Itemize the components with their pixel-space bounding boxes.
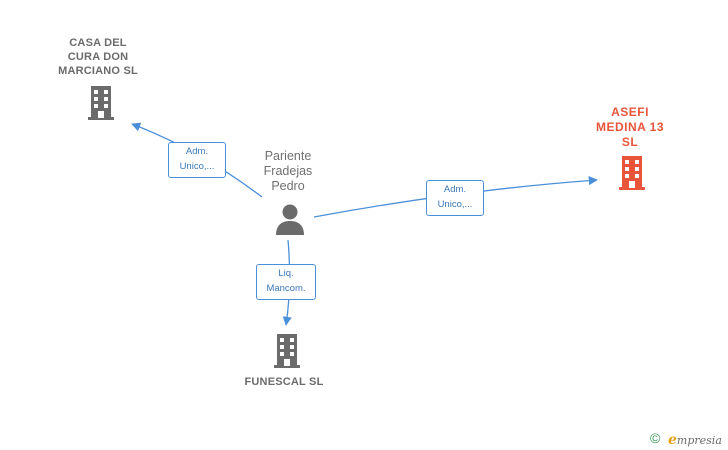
edge-label-line: Mancom. bbox=[266, 283, 306, 294]
node-label-asefi[interactable]: ASEFI MEDINA 13 SL bbox=[580, 105, 680, 150]
edge-label-to-asefi[interactable]: Adm. Unico,... bbox=[426, 180, 484, 216]
brand-name: mpresia bbox=[676, 434, 722, 447]
label-line: CASA DEL bbox=[69, 37, 127, 49]
label-line: ASEFI bbox=[611, 105, 649, 119]
label-line: FUNESCAL SL bbox=[244, 376, 324, 388]
edge-label-line: Liq. bbox=[278, 268, 294, 279]
edge-label-line: Adm. bbox=[185, 146, 209, 157]
node-label-casa[interactable]: CASA DEL CURA DON MARCIANO SL bbox=[38, 36, 158, 78]
label-line: Fradejas bbox=[263, 164, 313, 178]
building-icon[interactable] bbox=[86, 86, 116, 120]
copyright-symbol: © bbox=[650, 430, 661, 446]
edge-label-line: Unico,... bbox=[437, 199, 473, 210]
edge-label-to-casa[interactable]: Adm. Unico,... bbox=[168, 142, 226, 178]
edge-label-to-funescal[interactable]: Liq. Mancom. bbox=[256, 264, 316, 300]
building-icon[interactable] bbox=[616, 156, 648, 190]
label-line: CURA DON bbox=[67, 51, 129, 63]
edge-label-line: Unico,... bbox=[179, 161, 215, 172]
node-label-funescal[interactable]: FUNESCAL SL bbox=[224, 375, 344, 389]
node-label-person[interactable]: Pariente Fradejas Pedro bbox=[248, 149, 328, 194]
label-line: Pariente bbox=[264, 149, 312, 163]
person-icon[interactable] bbox=[275, 203, 305, 235]
brand-logo[interactable]: empresia bbox=[668, 432, 722, 448]
edge-label-line: Adm. bbox=[443, 184, 467, 195]
label-line: MARCIANO SL bbox=[58, 65, 138, 77]
label-line: MEDINA 13 bbox=[595, 120, 665, 134]
label-line: Pedro bbox=[271, 179, 305, 193]
building-icon[interactable] bbox=[272, 334, 302, 368]
label-line: SL bbox=[621, 135, 639, 149]
brand-initial: e bbox=[668, 432, 677, 448]
